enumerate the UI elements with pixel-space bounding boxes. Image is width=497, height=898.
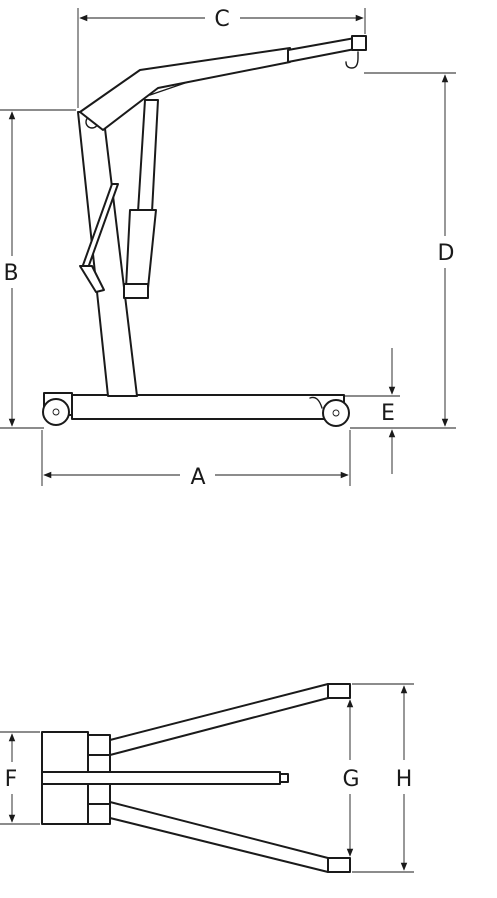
ram-cylinder (125, 209, 157, 289)
rear-wheel-hub (52, 408, 60, 416)
dim-label-d: D (438, 241, 455, 266)
lower-leg-end (327, 857, 351, 873)
boom-brace (149, 81, 189, 96)
rear-block-upper-tab (87, 734, 111, 756)
base-beam (71, 394, 345, 420)
boom-end-cap (351, 35, 367, 51)
boom-extension (287, 37, 356, 63)
ram-rod (137, 99, 159, 213)
ram-base (123, 283, 149, 299)
base-end-detail (309, 396, 323, 409)
center-beam (41, 771, 281, 785)
dim-label-h: H (396, 767, 413, 792)
rear-wheel (42, 398, 70, 426)
upper-leg-end (327, 683, 351, 699)
front-wheel (322, 399, 350, 427)
top-view: F G H (0, 683, 414, 873)
lower-leg (109, 801, 329, 873)
dim-label-a: A (190, 465, 205, 490)
dim-label-e: E (381, 401, 395, 426)
rear-block-lower-tab (87, 803, 111, 825)
dim-label-b: B (3, 261, 18, 286)
dim-label-c: C (214, 7, 229, 32)
center-beam-tip (279, 773, 289, 783)
side-view: C B D E A (0, 7, 456, 490)
front-wheel-hub (332, 409, 340, 417)
hook-icon (345, 51, 359, 69)
dim-label-g: G (342, 767, 359, 792)
boom (79, 47, 291, 131)
dim-label-f: F (5, 767, 18, 792)
upper-leg (109, 683, 329, 756)
pump-lever (79, 265, 105, 293)
